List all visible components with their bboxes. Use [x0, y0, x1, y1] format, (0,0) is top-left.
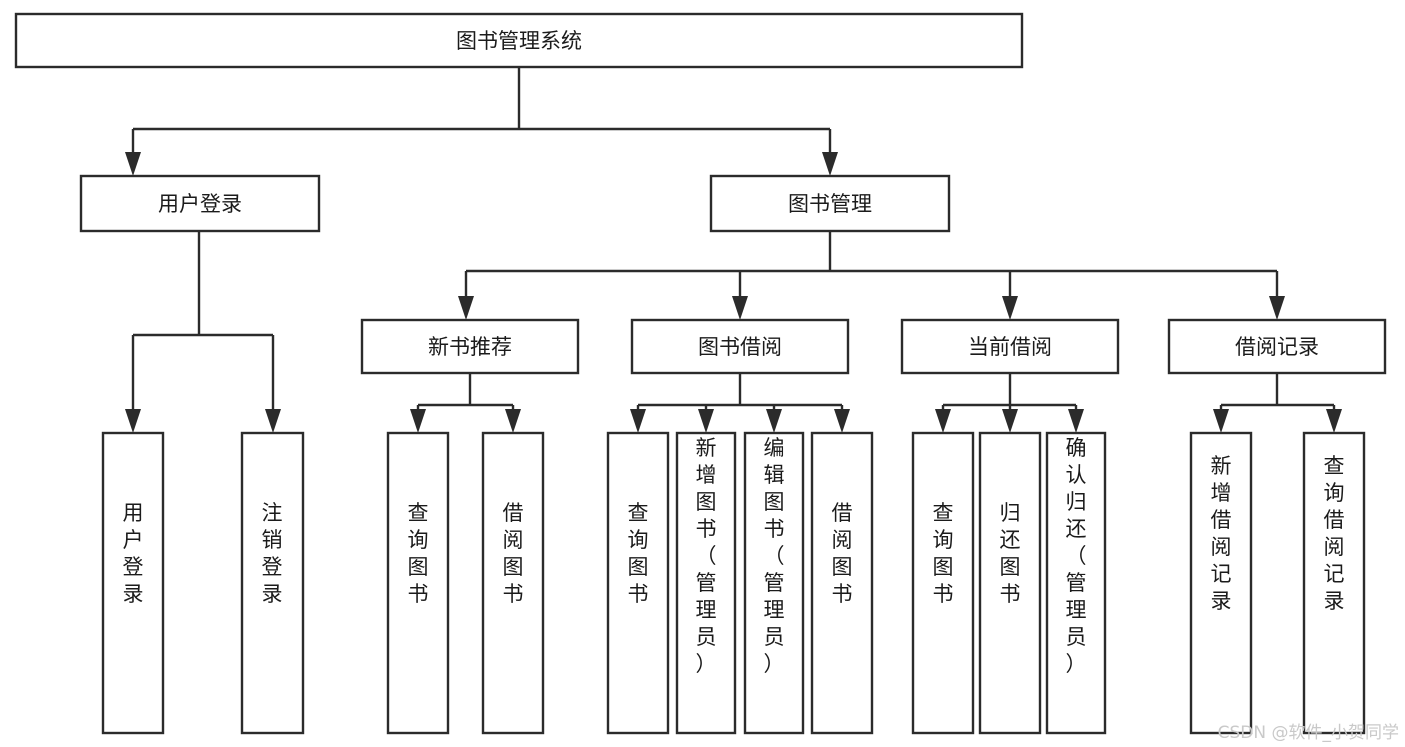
node-current-borrow[interactable]: 当前借阅	[900, 318, 1120, 375]
node-leaf-confirm-return-label: 确认归还（管理员）	[1066, 436, 1087, 676]
node-leaf-query-book-1[interactable]: 查询图书	[386, 431, 450, 735]
arrow-to-leaf-add-record	[1213, 409, 1229, 433]
node-leaf-borrow-book-2-label: 借阅图书	[832, 501, 853, 606]
node-leaf-add-book-box[interactable]	[675, 431, 737, 735]
node-leaf-user-login-label: 用户登录	[123, 501, 144, 606]
node-leaf-add-book-label: 新增图书（管理员）	[696, 436, 717, 676]
node-leaf-return-book-label: 归还图书	[1000, 501, 1021, 606]
node-current-borrow-label: 当前借阅	[968, 335, 1052, 359]
arrow-to-leaf-logout	[265, 409, 281, 433]
node-leaf-logout[interactable]: 注销登录	[240, 431, 305, 735]
node-leaf-query-record-box[interactable]	[1302, 431, 1366, 735]
node-leaf-add-record-box[interactable]	[1189, 431, 1253, 735]
arrow-to-book-manage	[822, 152, 838, 176]
node-leaf-edit-book-label: 编辑图书（管理员）	[764, 436, 785, 676]
arrow-to-book-borrow	[732, 296, 748, 320]
node-leaf-confirm-return-box[interactable]	[1045, 431, 1107, 735]
node-new-book-rec[interactable]: 新书推荐	[360, 318, 580, 375]
arrow-to-new-book-rec	[458, 296, 474, 320]
node-leaf-query-book-2[interactable]: 查询图书	[606, 431, 670, 735]
arrow-to-leaf-add-book	[698, 409, 714, 433]
node-new-book-rec-label: 新书推荐	[428, 335, 512, 359]
arrow-to-leaf-borrow-book-2	[834, 409, 850, 433]
node-leaf-add-book[interactable]: 新增图书（管理员）	[675, 431, 737, 735]
node-leaf-query-book-3-label: 查询图书	[933, 501, 954, 606]
node-leaf-query-book-3-box[interactable]	[911, 431, 975, 735]
arrow-to-leaf-query-book-1	[410, 409, 426, 433]
node-leaf-query-record[interactable]: 查询借阅记录	[1302, 431, 1366, 735]
node-leaf-add-record[interactable]: 新增借阅记录	[1189, 431, 1253, 735]
node-book-manage[interactable]: 图书管理	[709, 174, 951, 233]
node-leaf-return-book[interactable]: 归还图书	[978, 431, 1042, 735]
node-leaf-logout-box[interactable]	[240, 431, 305, 735]
node-user-login[interactable]: 用户登录	[79, 174, 321, 233]
node-leaf-query-book-1-box[interactable]	[386, 431, 450, 735]
node-book-borrow[interactable]: 图书借阅	[630, 318, 850, 375]
node-new-book-rec-box[interactable]	[360, 318, 580, 375]
arrow-to-current-borrow	[1002, 296, 1018, 320]
node-leaf-user-login[interactable]: 用户登录	[101, 431, 165, 735]
arrow-to-leaf-user-login	[125, 409, 141, 433]
arrow-to-leaf-edit-book	[766, 409, 782, 433]
watermark: CSDN @软件_小贺同学	[1217, 723, 1399, 743]
node-leaf-borrow-book-1[interactable]: 借阅图书	[481, 431, 545, 735]
arrow-to-leaf-query-record	[1326, 409, 1342, 433]
node-borrow-record-box[interactable]	[1167, 318, 1387, 375]
node-leaf-borrow-book-1-box[interactable]	[481, 431, 545, 735]
node-leaf-query-book-3[interactable]: 查询图书	[911, 431, 975, 735]
arrow-to-leaf-return-book	[1002, 409, 1018, 433]
node-book-manage-label: 图书管理	[788, 192, 872, 216]
node-root-box[interactable]	[14, 12, 1024, 69]
arrow-to-borrow-record	[1269, 296, 1285, 320]
node-leaf-borrow-book-2-box[interactable]	[810, 431, 874, 735]
node-borrow-record[interactable]: 借阅记录	[1167, 318, 1387, 375]
arrow-to-leaf-query-book-2	[630, 409, 646, 433]
connector-layer	[125, 67, 1342, 433]
node-book-borrow-box[interactable]	[630, 318, 850, 375]
node-leaf-confirm-return[interactable]: 确认归还（管理员）	[1045, 431, 1107, 735]
node-leaf-query-record-label: 查询借阅记录	[1324, 454, 1345, 613]
node-book-manage-box[interactable]	[709, 174, 951, 233]
arrow-to-leaf-query-book-3	[935, 409, 951, 433]
node-leaf-edit-book[interactable]: 编辑图书（管理员）	[743, 431, 805, 735]
node-user-login-box[interactable]	[79, 174, 321, 233]
node-root-label: 图书管理系统	[456, 29, 582, 53]
arrow-to-user-login	[125, 152, 141, 176]
node-leaf-borrow-book-1-label: 借阅图书	[503, 501, 524, 606]
node-leaf-user-login-box[interactable]	[101, 431, 165, 735]
node-current-borrow-box[interactable]	[900, 318, 1120, 375]
node-leaf-query-book-2-box[interactable]	[606, 431, 670, 735]
node-root[interactable]: 图书管理系统	[14, 12, 1024, 69]
node-borrow-record-label: 借阅记录	[1235, 335, 1319, 359]
node-leaf-add-record-label: 新增借阅记录	[1211, 454, 1232, 613]
node-leaf-logout-label: 注销登录	[262, 501, 283, 606]
node-leaf-borrow-book-2[interactable]: 借阅图书	[810, 431, 874, 735]
arrow-to-leaf-confirm-return	[1068, 409, 1084, 433]
node-book-borrow-label: 图书借阅	[698, 335, 782, 359]
node-leaf-query-book-1-label: 查询图书	[408, 501, 429, 606]
node-leaf-edit-book-box[interactable]	[743, 431, 805, 735]
node-leaf-return-book-box[interactable]	[978, 431, 1042, 735]
node-leaf-query-book-2-label: 查询图书	[628, 501, 649, 606]
arrow-to-leaf-borrow-book-1	[505, 409, 521, 433]
node-user-login-label: 用户登录	[158, 192, 242, 216]
